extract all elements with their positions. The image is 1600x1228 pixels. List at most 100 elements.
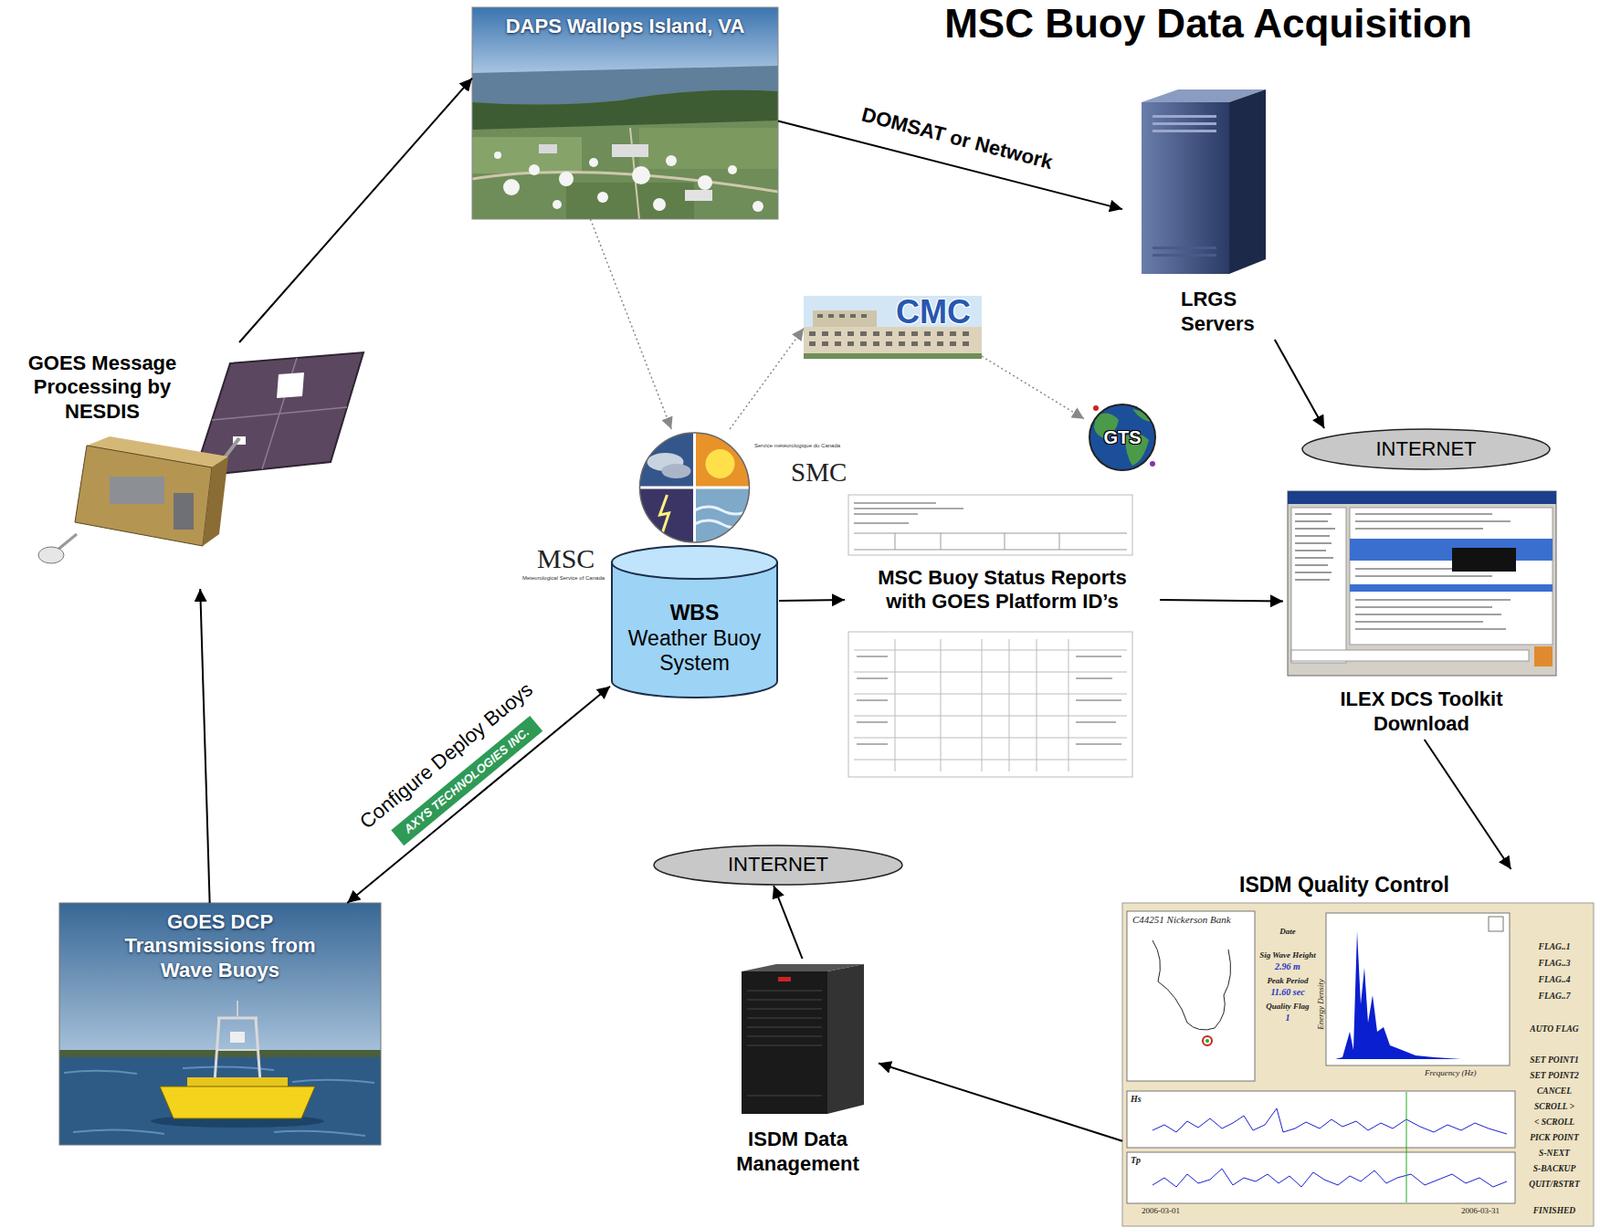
report-document bbox=[1075, 677, 1113, 680]
node-title: WBS bbox=[670, 600, 720, 627]
logo-cloud bbox=[662, 463, 692, 479]
buoy-photo bbox=[216, 1049, 259, 1052]
logo-quadrant bbox=[640, 487, 695, 543]
building-photo bbox=[834, 341, 842, 347]
globe-icon bbox=[1089, 404, 1156, 471]
building-photo bbox=[809, 341, 816, 347]
edge-label: DOMSAT or Network bbox=[857, 102, 1057, 176]
building-photo bbox=[949, 331, 957, 337]
building-photo bbox=[860, 341, 867, 347]
quality-control-screenshot bbox=[1202, 1036, 1212, 1046]
report-document bbox=[856, 743, 888, 746]
toolkit-screenshot bbox=[1355, 520, 1511, 523]
server-tower bbox=[747, 990, 822, 1096]
server-tower bbox=[778, 977, 791, 982]
node-title: CMC bbox=[895, 295, 971, 329]
report-document bbox=[1075, 655, 1122, 658]
toolkit-screenshot bbox=[1287, 491, 1557, 676]
building-photo bbox=[803, 295, 982, 359]
server-tower bbox=[747, 1095, 822, 1097]
server-tower bbox=[747, 1027, 822, 1029]
report-document bbox=[848, 494, 1133, 778]
daps-photo bbox=[528, 164, 540, 176]
button-label: CANCEL bbox=[1536, 1086, 1572, 1097]
axis-label: Frequency (Hz) bbox=[1424, 1068, 1476, 1079]
building-photo bbox=[803, 295, 982, 359]
satellite bbox=[74, 445, 212, 547]
report-document bbox=[853, 507, 964, 510]
buoy-photo bbox=[63, 1066, 375, 1137]
button-label: S-BACKUP bbox=[1533, 1164, 1576, 1175]
node-title: GTS bbox=[1103, 426, 1141, 449]
building-photo bbox=[949, 341, 957, 347]
document-icon: MSC Buoy Status Reports with GOES Platfo… bbox=[844, 493, 1160, 781]
building-photo bbox=[847, 331, 854, 337]
daps-photo bbox=[472, 7, 779, 74]
screenshot-window: ILEX DCS Toolkit Download bbox=[1283, 488, 1560, 740]
field-value: 1 bbox=[1285, 1012, 1291, 1024]
building-photo bbox=[911, 341, 918, 347]
logo-quadrant bbox=[640, 432, 695, 488]
toolkit-screenshot bbox=[1291, 650, 1529, 662]
node-title: INTERNET bbox=[1376, 437, 1477, 462]
node-title: MSC Buoy Status Reports with GOES Platfo… bbox=[870, 566, 1136, 615]
report-document bbox=[981, 639, 983, 772]
quality-control-screenshot bbox=[1488, 916, 1504, 932]
toolkit-screenshot bbox=[1294, 571, 1332, 574]
field-value: 2.96 m bbox=[1274, 961, 1301, 973]
building-photo: CMC bbox=[803, 295, 982, 359]
daps-photo bbox=[552, 200, 562, 210]
building-photo bbox=[911, 331, 918, 337]
dotted-arrow bbox=[981, 356, 1085, 419]
quality-control-screenshot bbox=[1126, 911, 1255, 1082]
button-label: QUIT/RSTRT bbox=[1528, 1179, 1579, 1190]
globe-icon: GTS bbox=[1084, 402, 1161, 473]
building-photo bbox=[860, 331, 867, 337]
field-label: Quality Flag bbox=[1265, 1001, 1309, 1012]
flow-arrow bbox=[778, 600, 845, 601]
report-document bbox=[853, 502, 937, 505]
server-tower bbox=[741, 971, 828, 1115]
quality-control-screenshot bbox=[1326, 913, 1510, 1066]
field-value: 11.60 sec bbox=[1270, 987, 1305, 999]
daps-photo bbox=[611, 144, 649, 158]
toolkit-screenshot bbox=[1355, 621, 1484, 623]
toolkit-screenshot bbox=[1291, 507, 1347, 664]
building-photo bbox=[847, 341, 854, 347]
flow-arrow bbox=[1274, 339, 1325, 429]
logo-ring bbox=[640, 432, 750, 543]
button-label: SET POINT2 bbox=[1529, 1071, 1579, 1082]
daps-photo bbox=[472, 90, 779, 130]
daps-photo bbox=[503, 178, 520, 196]
quality-control-screenshot bbox=[1152, 1168, 1507, 1188]
ellipse-outline bbox=[653, 845, 903, 885]
button-label: FLAG..4 bbox=[1538, 975, 1571, 986]
report-document bbox=[848, 631, 1133, 778]
server-tower bbox=[1152, 122, 1217, 126]
quality-control-screenshot bbox=[1406, 1092, 1408, 1203]
satellite bbox=[109, 476, 165, 505]
report-document bbox=[940, 639, 942, 772]
daps-photo bbox=[472, 7, 779, 220]
buoy-photo bbox=[59, 903, 381, 1059]
toolkit-screenshot bbox=[1355, 606, 1493, 609]
node-title: GOES DCP Transmissions from Wave Buoys bbox=[110, 910, 330, 983]
satellite bbox=[202, 456, 229, 547]
node-title: DAPS Wallops Island, VA bbox=[505, 14, 746, 39]
button-label: < SCROLL bbox=[1534, 1117, 1575, 1128]
report-document bbox=[853, 639, 1127, 772]
ellipse-outline bbox=[1302, 429, 1550, 470]
button-label: S-NEXT bbox=[1538, 1148, 1570, 1159]
cloud-ellipse: INTERNET bbox=[1301, 428, 1551, 471]
flow-arrow bbox=[239, 78, 473, 343]
server-tower bbox=[741, 964, 864, 1115]
button-label: FLAG..7 bbox=[1538, 991, 1571, 1002]
toolkit-screenshot bbox=[1349, 507, 1553, 645]
flow-arrow bbox=[1159, 600, 1284, 601]
daps-photo bbox=[558, 171, 574, 187]
building-photo bbox=[839, 314, 845, 318]
report-document bbox=[1075, 721, 1116, 724]
toolkit-screenshot bbox=[1294, 564, 1328, 567]
button-label: FINISHED bbox=[1533, 1206, 1576, 1217]
daps-photo bbox=[494, 151, 502, 159]
